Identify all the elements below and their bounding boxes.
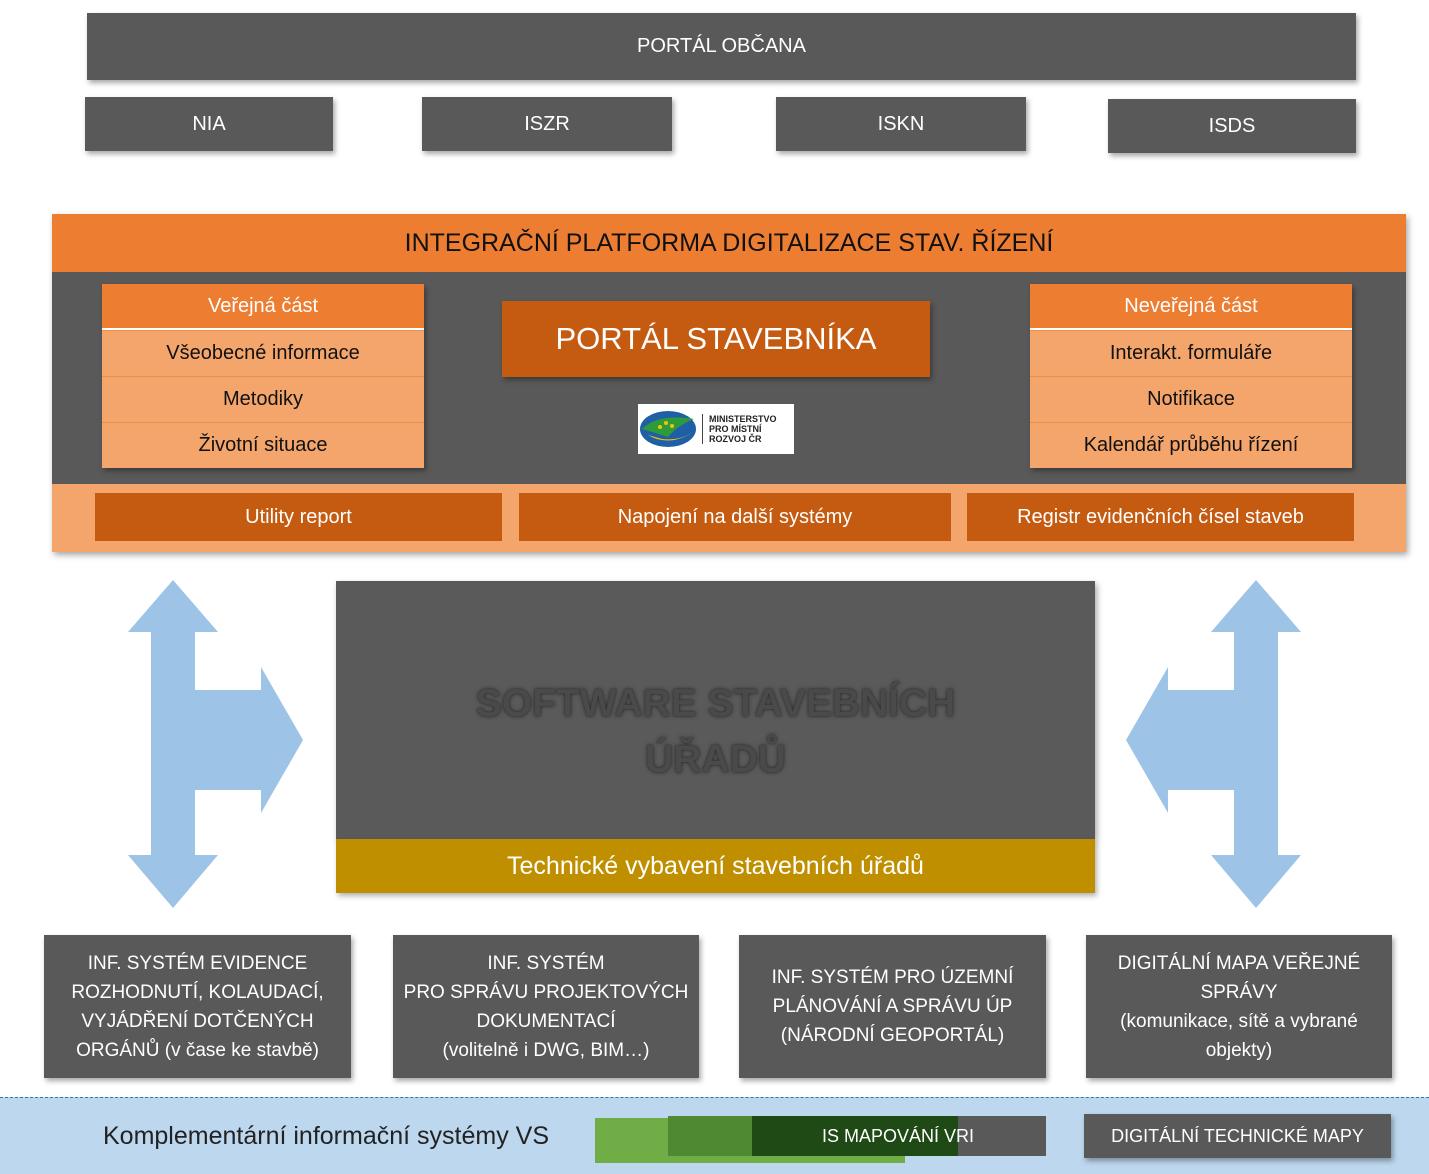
portal-obcana-box: PORTÁL OBČANA <box>87 13 1356 80</box>
logo-line: PRO MÍSTNÍ <box>709 424 762 434</box>
system-evidence-box: INF. SYSTÉM EVIDENCE ROZHODNUTÍ, KOLAUDA… <box>44 935 351 1078</box>
system-line: (volitelně i DWG, BIM…) <box>442 1039 650 1061</box>
system-line: DOKUMENTACÍ <box>476 1010 616 1032</box>
utility-report: Utility report <box>95 493 502 541</box>
system-line: VYJÁDŘENÍ DOTČENÝCH <box>81 1010 314 1032</box>
nia-box: NIA <box>85 97 333 151</box>
software-title-line: SOFTWARE STAVEBNÍCH <box>475 682 956 725</box>
logo-text: MINISTERSTVO PRO MÍSTNÍ ROZVOJ ČR <box>702 414 777 444</box>
platform-title: INTEGRAČNÍ PLATFORMA DIGITALIZACE STAV. … <box>52 214 1406 272</box>
logo-line: MINISTERSTVO <box>709 414 777 424</box>
right-arrow-icon <box>1126 580 1301 908</box>
system-line: PLÁNOVÁNÍ A SPRÁVU ÚP <box>772 996 1013 1017</box>
system-projektove-dokumentace-box: INF. SYSTÉM PRO SPRÁVU PROJEKTOVÝCH DOKU… <box>393 935 699 1078</box>
logo-line: ROZVOJ ČR <box>709 434 762 444</box>
mmr-logo: MINISTERSTVO PRO MÍSTNÍ ROZVOJ ČR <box>638 404 794 454</box>
complementary-label: Komplementární informační systémy VS <box>103 1121 549 1150</box>
software-title-line: ÚŘADŮ <box>645 738 786 781</box>
software-stavebnich-uradu: SOFTWARE STAVEBNÍCH ÚŘADŮ <box>336 581 1095 839</box>
technicke-vybaveni: Technické vybavení stavebních úřadů <box>336 839 1095 893</box>
digitalni-technicke-mapy: DIGITÁLNÍ TECHNICKÉ MAPY <box>1084 1114 1391 1158</box>
left-arrow-icon <box>128 580 303 908</box>
private-section: Neveřejná část Interakt. formuláře Notif… <box>1030 284 1352 468</box>
mmr-emblem-icon <box>640 411 696 447</box>
system-line: (komunikace, sítě a vybrané <box>1120 1010 1358 1032</box>
private-item: Notifikace <box>1030 376 1352 422</box>
system-line: INF. SYSTÉM EVIDENCE <box>87 952 308 974</box>
integration-platform: INTEGRAČNÍ PLATFORMA DIGITALIZACE STAV. … <box>52 214 1406 552</box>
iszr-box: ISZR <box>422 97 672 151</box>
utility-bar: Utility report Napojení na další systémy… <box>52 484 1406 552</box>
system-line: objekty) <box>1205 1039 1273 1061</box>
nia-label: NIA <box>192 112 226 135</box>
public-item: Životní situace <box>102 422 424 468</box>
public-section: Veřejná část Všeobecné informace Metodik… <box>102 284 424 468</box>
napojeni-systemy: Napojení na další systémy <box>519 493 951 541</box>
iszr-label: ISZR <box>524 112 570 135</box>
iskn-label: ISKN <box>877 112 925 135</box>
portal-obcana-label: PORTÁL OBČANA <box>637 35 806 57</box>
private-item: Interakt. formuláře <box>1030 330 1352 376</box>
system-line: DIGITÁLNÍ MAPA VEŘEJNÉ <box>1117 952 1361 974</box>
system-line: PRO SPRÁVU PROJEKTOVÝCH <box>403 981 689 1003</box>
is-mapovani-vri: IS MAPOVÁNÍ VRI <box>822 1125 975 1146</box>
registr-cisel-staveb: Registr evidenčních čísel staveb <box>967 493 1354 541</box>
system-line: INF. SYSTÉM PRO ÚZEMNÍ <box>771 967 1014 988</box>
software-title: SOFTWARE STAVEBNÍCH ÚŘADŮ <box>336 676 1095 788</box>
system-line: INF. SYSTÉM <box>487 952 605 974</box>
complementary-strip: Komplementární informační systémy VS IS … <box>0 1097 1429 1174</box>
isds-box: ISDS <box>1108 99 1356 153</box>
system-digitalni-mapa-box: DIGITÁLNÍ MAPA VEŘEJNÉ SPRÁVY (komunikac… <box>1086 935 1392 1078</box>
system-line: SPRÁVY <box>1200 981 1278 1003</box>
gray-layer <box>958 1116 1046 1156</box>
public-item: Metodiky <box>102 376 424 422</box>
isds-label: ISDS <box>1208 114 1256 137</box>
private-item: Kalendář průběhu řízení <box>1030 422 1352 468</box>
system-line: ORGÁNŮ (v čase ke stavbě) <box>76 1039 319 1061</box>
private-section-heading: Neveřejná část <box>1030 284 1352 330</box>
system-line: ROZHODNUTÍ, KOLAUDACÍ, <box>71 981 324 1003</box>
iskn-box: ISKN <box>776 97 1026 151</box>
public-section-heading: Veřejná část <box>102 284 424 330</box>
system-line: (NÁRODNÍ GEOPORTÁL) <box>780 1025 1005 1046</box>
portal-stavebnika: PORTÁL STAVEBNÍKA <box>502 301 930 377</box>
system-uzemni-planovani-box: INF. SYSTÉM PRO ÚZEMNÍ PLÁNOVÁNÍ A SPRÁV… <box>739 935 1046 1078</box>
public-item: Všeobecné informace <box>102 330 424 376</box>
